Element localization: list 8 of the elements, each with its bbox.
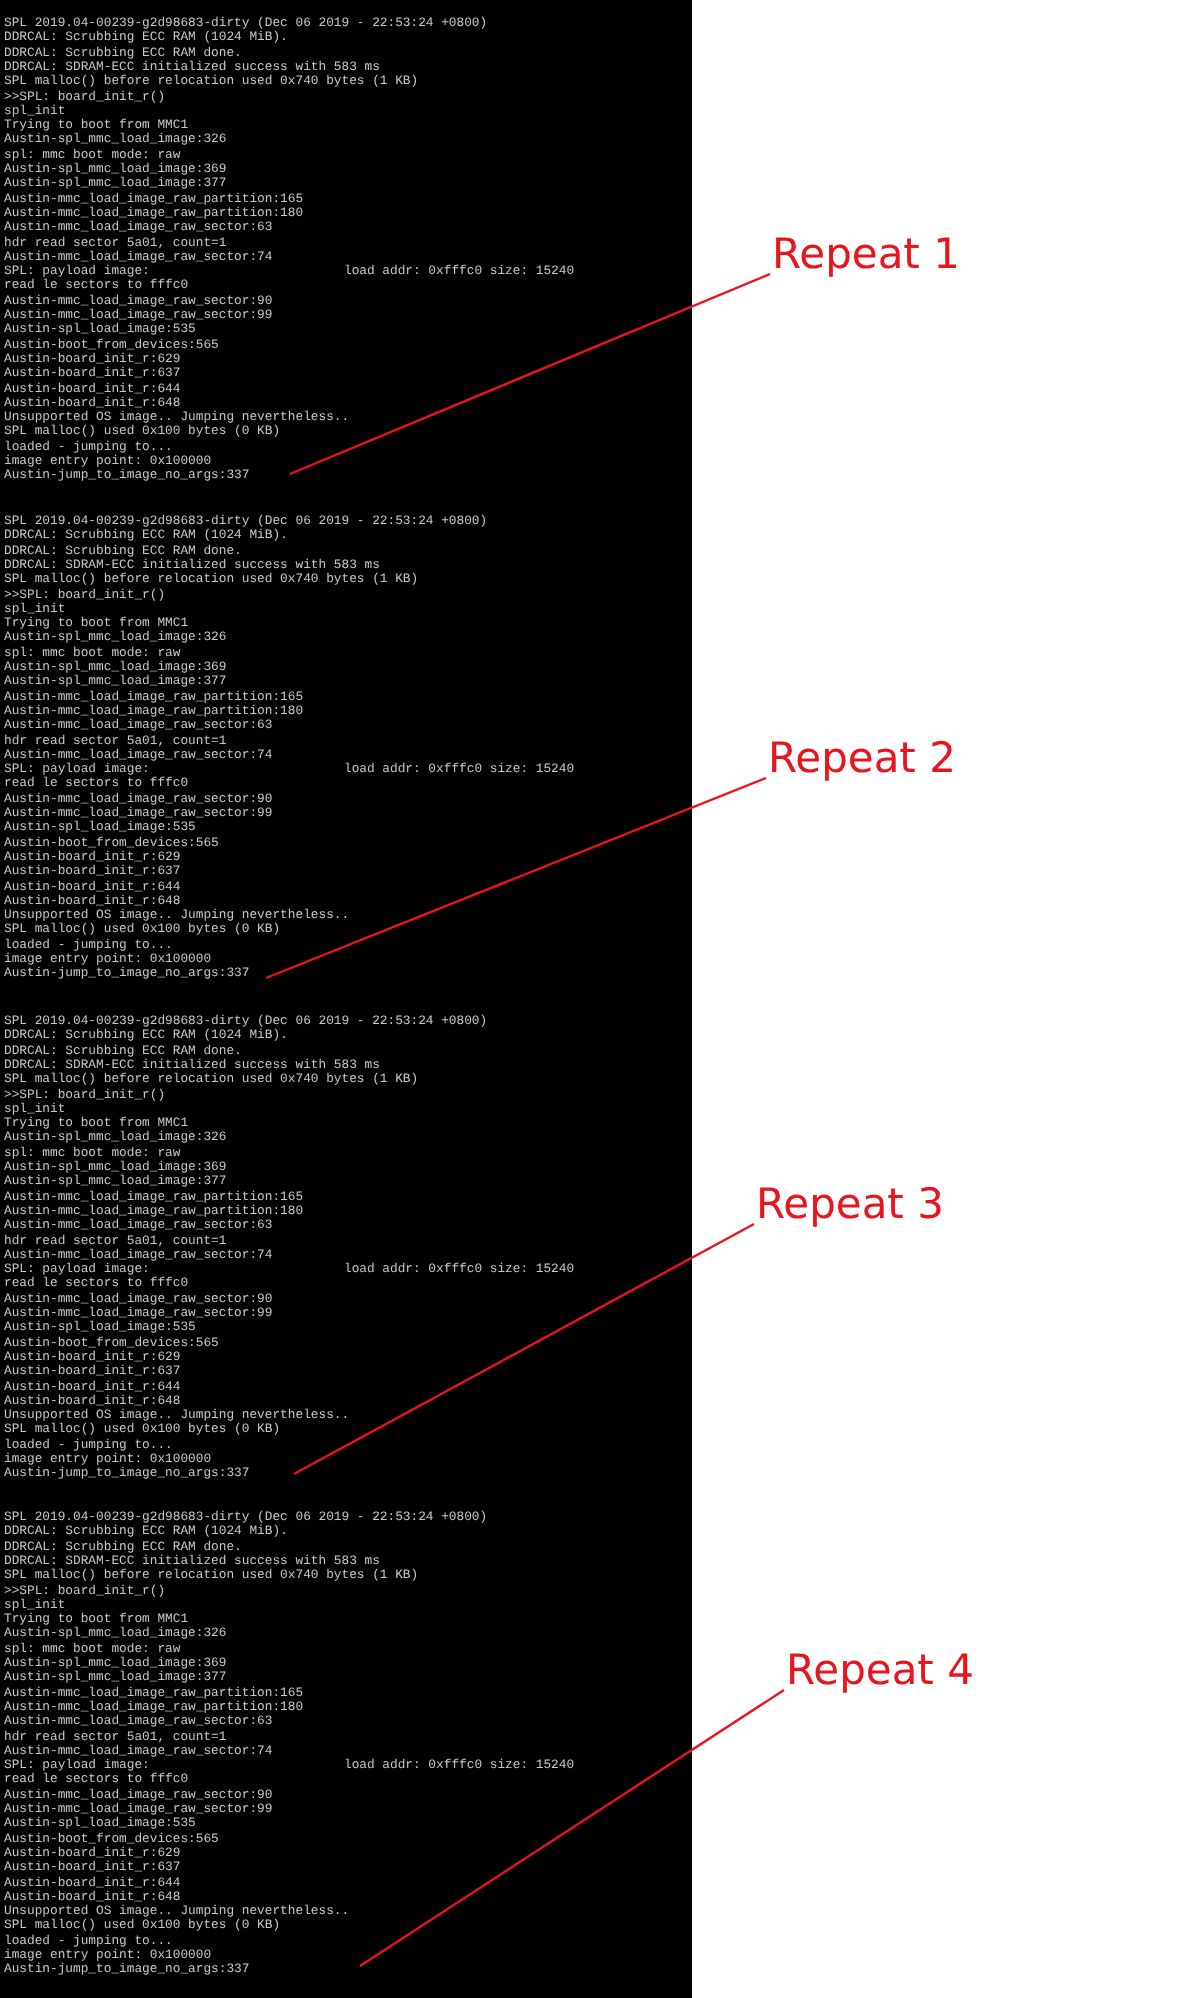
annotation-label: Repeat 1 (772, 230, 960, 278)
annotation-label: Repeat 2 (768, 734, 956, 782)
leader-line (265, 776, 767, 980)
annotation-label: Repeat 4 (786, 1646, 974, 1694)
leader-line (293, 1222, 755, 1476)
annotation-label: Repeat 3 (756, 1180, 944, 1228)
leader-line (359, 1689, 785, 1967)
leader-line (289, 272, 771, 476)
